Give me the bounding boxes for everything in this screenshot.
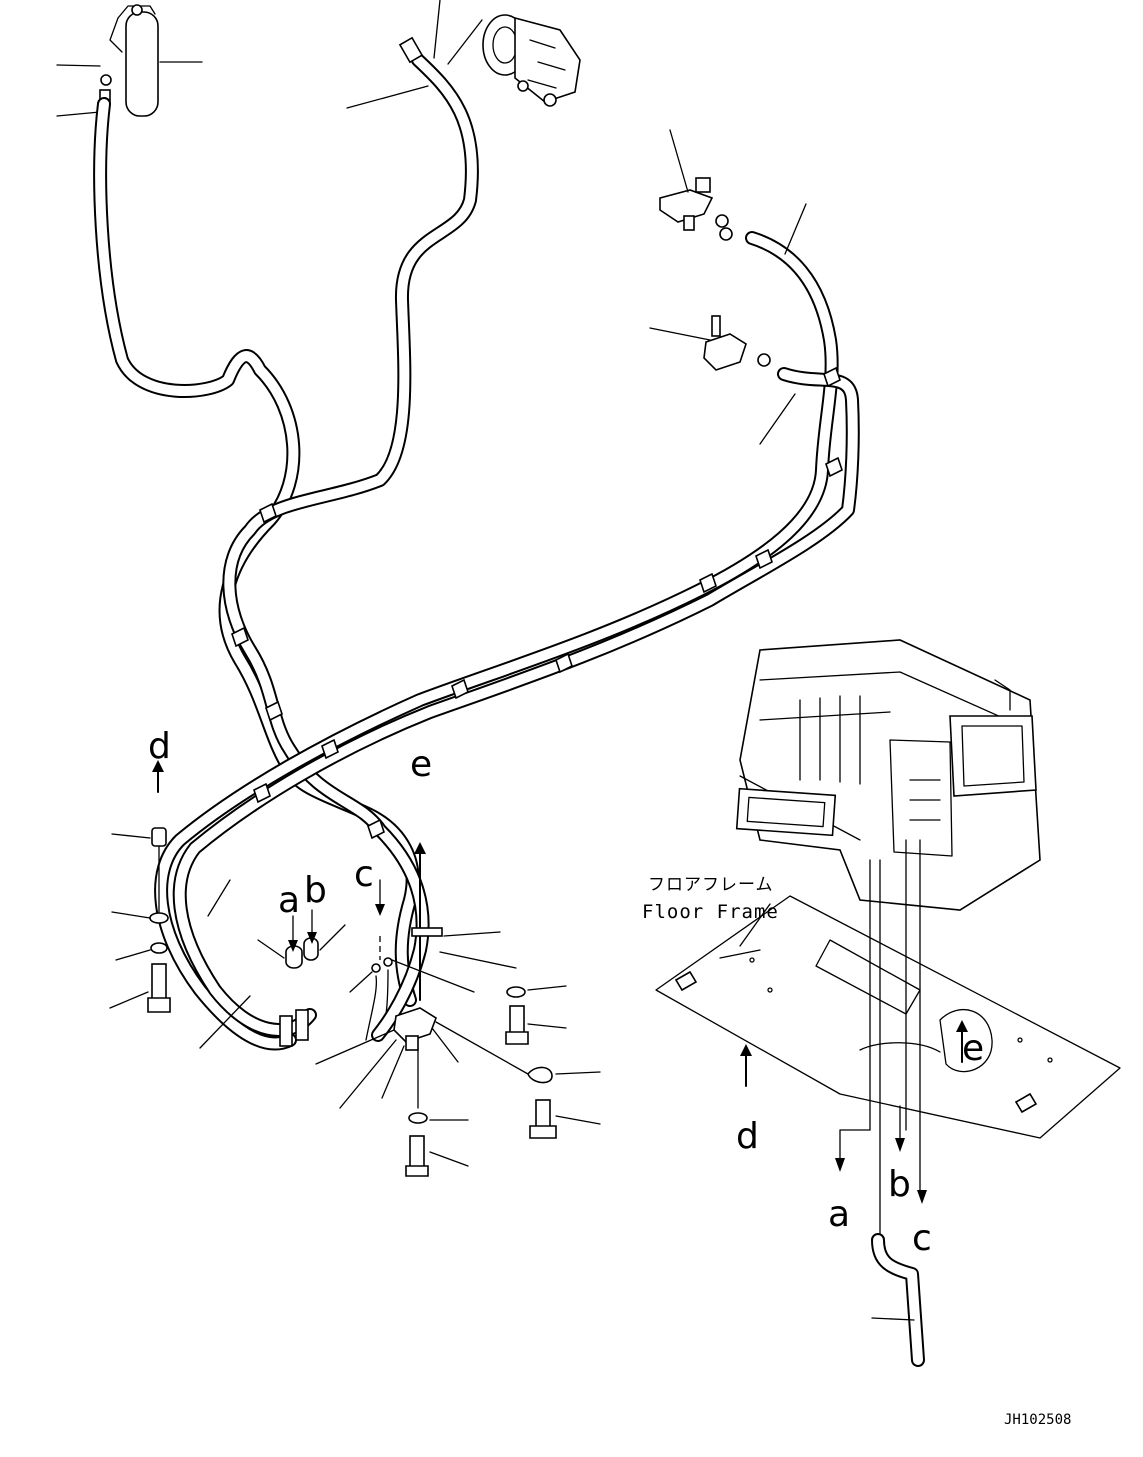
callout-a-top: a bbox=[278, 880, 300, 921]
drain-and-pipe-drops bbox=[740, 839, 968, 1241]
plug-caps-a-b bbox=[199, 879, 346, 1049]
callout-c-top: c bbox=[354, 854, 374, 895]
lower-junction-fasteners bbox=[405, 985, 601, 1177]
expansion-valve-lower bbox=[649, 315, 771, 371]
expansion-valve-upper bbox=[659, 129, 733, 241]
receiver-leader-lines bbox=[56, 61, 203, 117]
floor-frame-label-en: Floor Frame bbox=[642, 901, 779, 923]
drawing-code: JH102508 bbox=[1004, 1412, 1071, 1428]
hose-receiver-to-floor bbox=[93, 97, 420, 1007]
lower-junction-block bbox=[315, 842, 529, 1109]
callout-b-top: b bbox=[304, 870, 327, 911]
air-conditioner-unit bbox=[735, 639, 1041, 911]
callout-c-bottom: c bbox=[912, 1218, 932, 1259]
callout-e-floor: e bbox=[962, 1028, 984, 1069]
hose-compressor-to-floor bbox=[222, 36, 479, 1042]
callout-a-bottom: a bbox=[828, 1194, 850, 1235]
callout-d-bottom: d bbox=[736, 1116, 759, 1157]
drain-hose bbox=[871, 1233, 925, 1367]
callout-e-top: e bbox=[410, 744, 432, 785]
callout-b-bottom: b bbox=[888, 1164, 911, 1205]
left-mount-hardware bbox=[109, 760, 171, 1013]
floor-frame bbox=[655, 895, 1121, 1139]
hose-clamps bbox=[231, 366, 843, 840]
floor-frame-label-jp: フロアフレーム bbox=[648, 875, 774, 895]
compressor bbox=[433, 0, 581, 107]
callout-d-top: d bbox=[148, 726, 171, 767]
